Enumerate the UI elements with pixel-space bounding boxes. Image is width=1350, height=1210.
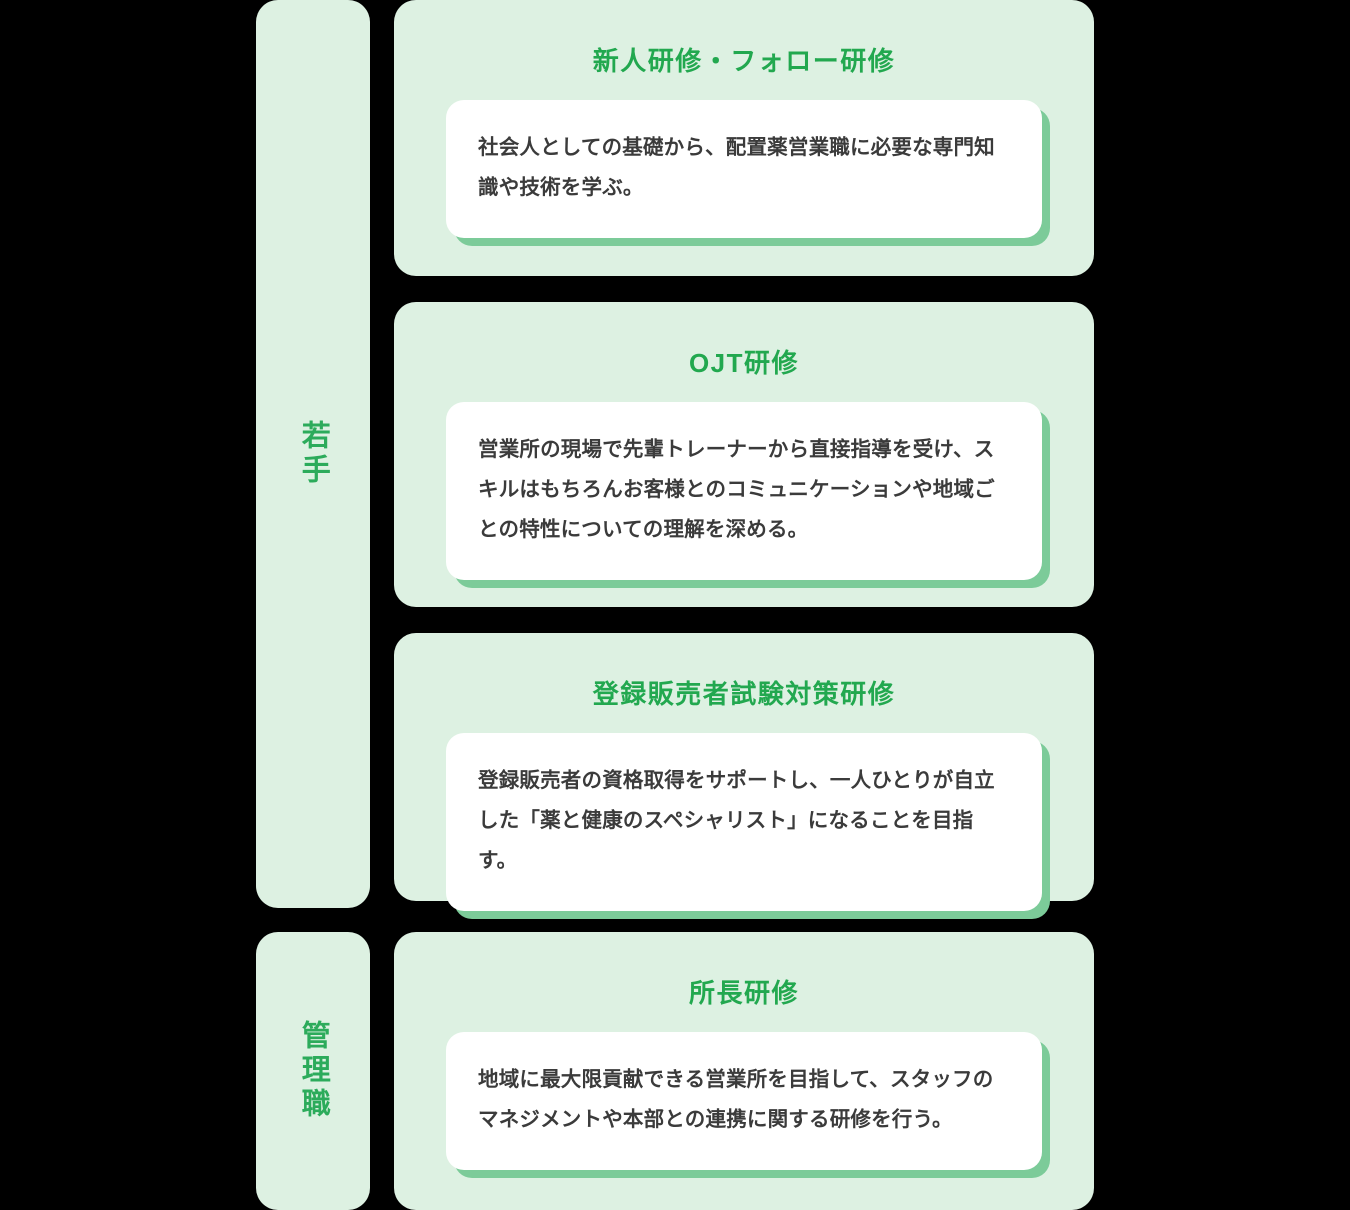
- training-card-branch-manager-note-wrap: 地域に最大限貢献できる営業所を目指して、スタッフのマネジメントや本部との連携に関…: [446, 1032, 1050, 1178]
- training-card-newcomer-note: 社会人としての基礎から、配置薬営業職に必要な専門知識や技術を学ぶ。: [446, 100, 1042, 238]
- training-card-ojt-note: 営業所の現場で先輩トレーナーから直接指導を受け、スキルはもちろんお客様とのコミュ…: [446, 402, 1042, 580]
- training-card-ojt-body: 営業所の現場で先輩トレーナーから直接指導を受け、スキルはもちろんお客様とのコミュ…: [478, 438, 995, 541]
- stage-row-manager: 管理職 所長研修 地域に最大限貢献できる営業所を目指して、スタッフのマネジメント…: [256, 932, 1094, 1210]
- training-card-newcomer-title: 新人研修・フォロー研修: [592, 46, 896, 76]
- stage-label-young-text: 若手: [297, 420, 330, 488]
- training-card-branch-manager-body: 地域に最大限貢献できる営業所を目指して、スタッフのマネジメントや本部との連携に関…: [478, 1068, 994, 1131]
- training-card-ojt-title: OJT研修: [688, 348, 800, 378]
- stage-row-young: 若手 新人研修・フォロー研修 社会人としての基礎から、配置薬営業職に必要な専門知…: [256, 0, 1094, 919]
- training-card-registered-seller-title: 登録販売者試験対策研修: [592, 679, 896, 709]
- training-card-ojt-note-wrap: 営業所の現場で先輩トレーナーから直接指導を受け、スキルはもちろんお客様とのコミュ…: [446, 402, 1050, 588]
- training-card-registered-seller-note: 登録販売者の資格取得をサポートし、一人ひとりが自立した「薬と健康のスペシャリスト…: [446, 733, 1042, 911]
- training-card-ojt: OJT研修 営業所の現場で先輩トレーナーから直接指導を受け、スキルはもちろんお客…: [394, 302, 1094, 607]
- training-card-newcomer-body: 社会人としての基礎から、配置薬営業職に必要な専門知識や技術を学ぶ。: [478, 136, 995, 199]
- training-card-registered-seller-note-wrap: 登録販売者の資格取得をサポートし、一人ひとりが自立した「薬と健康のスペシャリスト…: [446, 733, 1050, 919]
- training-card-branch-manager-title: 所長研修: [688, 978, 799, 1008]
- training-card-newcomer: 新人研修・フォロー研修 社会人としての基礎から、配置薬営業職に必要な専門知識や技…: [394, 0, 1094, 276]
- training-card-registered-seller-body: 登録販売者の資格取得をサポートし、一人ひとりが自立した「薬と健康のスペシャリスト…: [478, 769, 995, 872]
- cards-column-young: 新人研修・フォロー研修 社会人としての基礎から、配置薬営業職に必要な専門知識や技…: [394, 0, 1094, 919]
- training-card-branch-manager-note: 地域に最大限貢献できる営業所を目指して、スタッフのマネジメントや本部との連携に関…: [446, 1032, 1042, 1170]
- stage-label-young: 若手: [256, 0, 370, 908]
- cards-column-manager: 所長研修 地域に最大限貢献できる営業所を目指して、スタッフのマネジメントや本部と…: [394, 932, 1094, 1210]
- training-card-registered-seller: 登録販売者試験対策研修 登録販売者の資格取得をサポートし、一人ひとりが自立した「…: [394, 633, 1094, 919]
- training-roadmap-diagram: 若手 新人研修・フォロー研修 社会人としての基礎から、配置薬営業職に必要な専門知…: [256, 0, 1094, 1210]
- stage-label-manager: 管理職: [256, 932, 370, 1210]
- training-card-newcomer-note-wrap: 社会人としての基礎から、配置薬営業職に必要な専門知識や技術を学ぶ。: [446, 100, 1050, 246]
- stage-label-manager-text: 管理職: [297, 1020, 330, 1122]
- training-card-branch-manager: 所長研修 地域に最大限貢献できる営業所を目指して、スタッフのマネジメントや本部と…: [394, 932, 1094, 1210]
